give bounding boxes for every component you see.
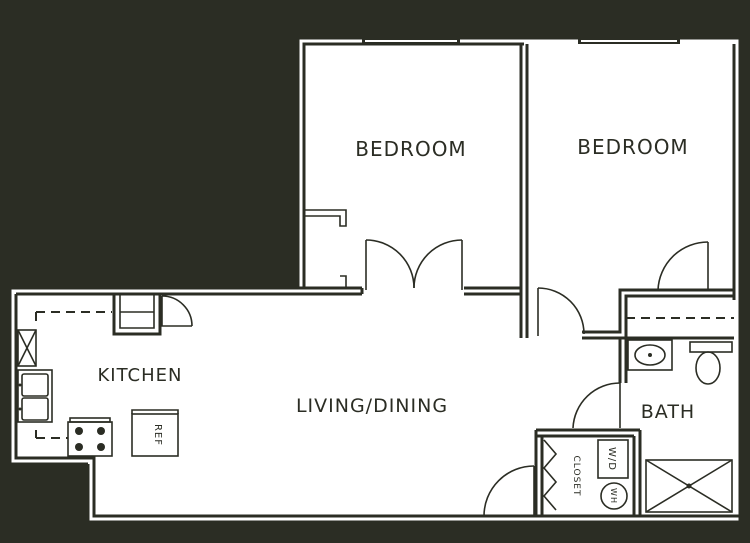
living-dining-label: LIVING/DINING xyxy=(296,395,448,417)
wd-label: W/D xyxy=(606,447,617,471)
windows xyxy=(362,38,680,44)
doors xyxy=(161,239,709,517)
room-labels: BEDROOM BEDROOM KITCHEN LIVING/DINING BA… xyxy=(98,135,695,504)
floor-area xyxy=(10,38,740,522)
bedroom-left-label: BEDROOM xyxy=(355,137,466,161)
wh-label: WH xyxy=(609,488,618,504)
interior-walls xyxy=(112,44,734,516)
bath-label: BATH xyxy=(641,401,695,423)
bath-fixtures xyxy=(597,317,734,513)
bedroom-right-label: BEDROOM xyxy=(577,135,688,159)
kitchen-fixtures xyxy=(17,311,179,457)
kitchen-label: KITCHEN xyxy=(98,365,183,386)
ref-label: REF xyxy=(152,424,163,446)
closet-label: CLOSET xyxy=(571,456,581,497)
